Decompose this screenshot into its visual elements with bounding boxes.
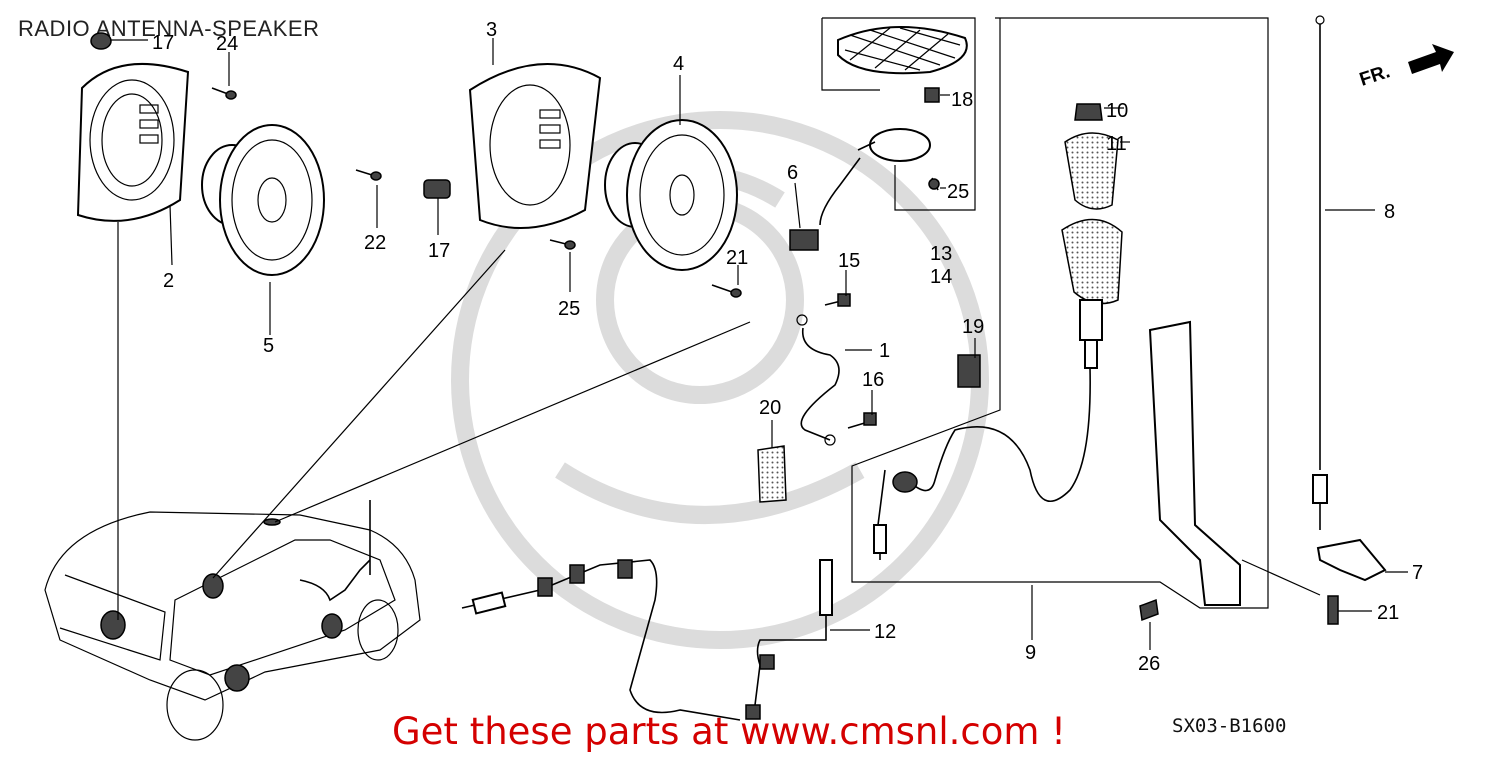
label-24b: 25	[558, 298, 580, 320]
label-19: 19	[962, 316, 984, 338]
label-25: 25	[947, 181, 969, 203]
speaker-left	[201, 124, 325, 276]
label-2: 2	[163, 270, 174, 292]
speaker-bracket-right	[468, 63, 602, 229]
label-10: 10	[1106, 100, 1128, 122]
label-17: 17	[152, 32, 174, 54]
antenna-feeder-cable	[461, 559, 833, 721]
cushion-pad	[757, 445, 787, 503]
diagram-code: SX03-B1600	[1172, 715, 1287, 737]
label-16: 16	[862, 369, 884, 391]
leader-lines	[110, 38, 1408, 650]
promo-link-text[interactable]: Get these parts at www.cmsnl.com !	[392, 710, 1067, 753]
label-24: 24	[216, 33, 238, 55]
direction-label: FR.	[1357, 61, 1393, 90]
label-14: 14	[930, 266, 952, 288]
car-outline	[44, 500, 421, 741]
clip-part	[957, 354, 981, 388]
label-9: 9	[1025, 642, 1036, 664]
label-20: 20	[759, 397, 781, 419]
label-3: 3	[486, 19, 497, 41]
label-18: 18	[951, 89, 973, 111]
label-26: 26	[1138, 653, 1160, 675]
label-21: 21	[1377, 602, 1399, 624]
ground-cable	[796, 293, 877, 446]
label-4: 4	[673, 53, 684, 75]
label-17b: 17	[428, 240, 450, 262]
label-22: 21	[726, 247, 748, 269]
label-13: 13	[930, 243, 952, 265]
label-23: 22	[364, 232, 386, 254]
speaker-bracket-left	[76, 62, 190, 222]
label-5: 5	[263, 335, 274, 357]
label-15: 15	[838, 250, 860, 272]
part-labels: 17 24 2 5 3 4 22 17 25 21 6 18 10 11 25 …	[152, 19, 1423, 675]
front-direction-arrow: FR.	[1357, 44, 1454, 91]
label-7: 7	[1412, 562, 1423, 584]
page-title: RADIO ANTENNA-SPEAKER	[18, 16, 320, 41]
speaker-right	[604, 119, 738, 271]
antenna-base-assembly	[851, 17, 1269, 609]
tweeter-assembly	[789, 17, 976, 251]
antenna-bracket	[1139, 320, 1387, 625]
label-12: 12	[874, 621, 896, 643]
label-8: 8	[1384, 201, 1395, 223]
label-1: 1	[879, 340, 890, 362]
screws-left	[90, 32, 742, 298]
label-11: 11	[1106, 133, 1127, 155]
antenna-mast	[1312, 15, 1328, 530]
label-6: 6	[787, 162, 798, 184]
